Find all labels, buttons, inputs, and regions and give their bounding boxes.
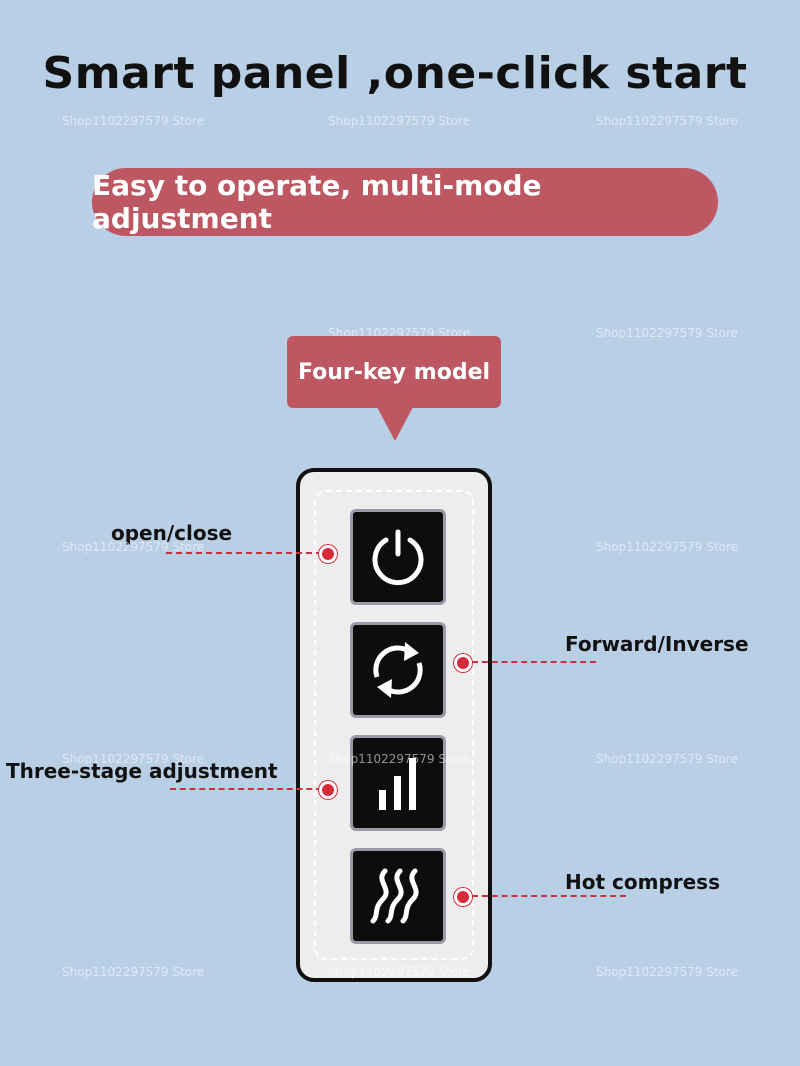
model-tag-pointer (377, 407, 413, 441)
subtitle-banner: Easy to operate, multi-mode adjustment (92, 168, 718, 236)
callout-dot-open-close (319, 545, 337, 563)
signal-bars-icon (379, 758, 416, 810)
subtitle-text: Easy to operate, multi-mode adjustment (92, 169, 542, 235)
watermark: Shop1102297579 Store (596, 326, 739, 340)
watermark: Shop1102297579 Store (328, 114, 471, 128)
page-title: Smart panel ,one-click start (42, 48, 748, 99)
forward-inverse-key[interactable] (350, 622, 446, 718)
watermark: Shop1102297579 Store (596, 540, 739, 554)
leader-line-three-stage (170, 788, 322, 790)
watermark: Shop1102297579 Store (62, 114, 205, 128)
label-three-stage: Three-stage adjustment (6, 759, 278, 783)
rotate-arrows-icon (373, 642, 423, 698)
watermark: Shop1102297579 Store (62, 752, 205, 766)
watermark: Shop1102297579 Store (596, 114, 739, 128)
watermark: Shop1102297579 Store (62, 540, 205, 554)
heat-waves-icon (370, 868, 419, 924)
model-tag: Four-key model (287, 336, 501, 408)
callout-dot-hot-compress (454, 888, 472, 906)
three-stage-key[interactable] (350, 735, 446, 831)
watermark: Shop1102297579 Store (596, 965, 739, 979)
watermark: Shop1102297579 Store (62, 965, 205, 979)
power-icon (372, 529, 424, 586)
hot-compress-key[interactable] (350, 848, 446, 944)
watermark: Shop1102297579 Store (596, 752, 739, 766)
leader-line-open-close (166, 552, 322, 554)
model-tag-text: Four-key model (297, 359, 491, 385)
label-open-close: open/close (111, 521, 233, 545)
watermark: Shop1102297579 Store (328, 752, 471, 766)
label-forward-inverse: Forward/Inverse (565, 632, 749, 656)
leader-line-hot-compress (472, 895, 626, 897)
leader-line-forward-inverse (472, 661, 596, 663)
watermark: Shop1102297579 Store (328, 965, 471, 979)
panel-dashed-border (314, 490, 474, 960)
power-key[interactable] (350, 509, 446, 605)
label-hot-compress: Hot compress (565, 870, 720, 894)
callout-dot-forward-inverse (454, 654, 472, 672)
callout-dot-three-stage (319, 781, 337, 799)
